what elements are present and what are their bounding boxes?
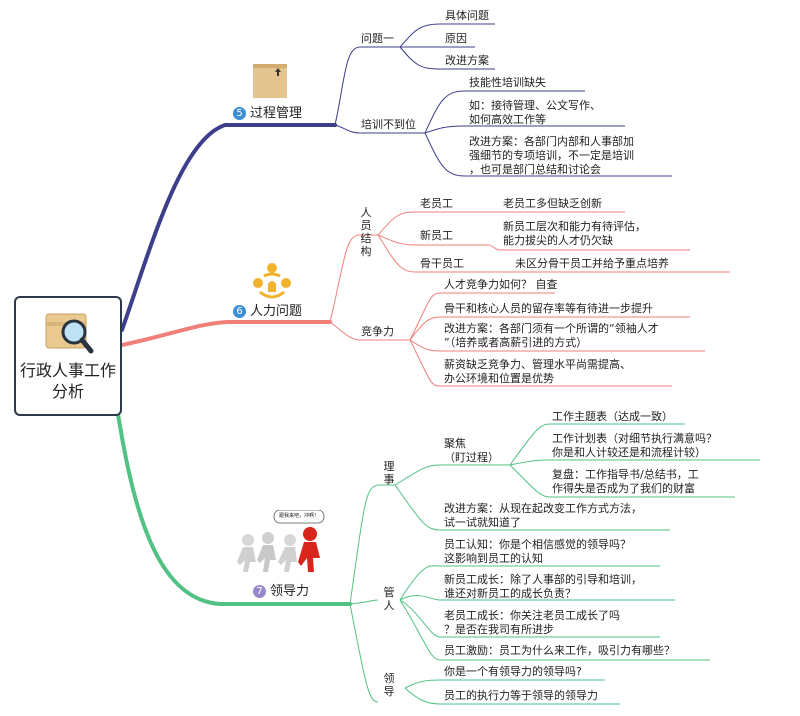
b5-link-px-2 <box>424 125 625 134</box>
b5-peixun-item-2[interactable]: 如：接待管理、公文写作、 如何高效工作等 <box>469 99 601 126</box>
leader-icon-caption: 跟我来吧，冲啊！ <box>278 513 319 519</box>
b6-link-j3 <box>409 339 705 352</box>
b6-jz-item-4[interactable]: 薪资缺乏竞争力、管理水平尚需提高、 办公环境和位置是优势 <box>444 358 631 385</box>
b5-wenti-item-3[interactable]: 改进方案 <box>445 54 489 67</box>
b7-gr-item-4[interactable]: 员工激励：员工为什么来工作，吸引力有哪些？ <box>444 644 675 657</box>
b5-wenti-item-2[interactable]: 原因 <box>445 32 467 45</box>
branch5-label[interactable]: 5 过程管理 <box>233 106 302 122</box>
b5-wenti-item-1[interactable]: 具体问题 <box>445 9 489 22</box>
b7-gr-item-1[interactable]: 员工认知：你是个相信感觉的领导吗？ 这影响到员工的认知 <box>444 538 631 565</box>
b6-jz-item-1[interactable]: 人才竞争力如何？ 自查 <box>444 278 558 291</box>
b7-gr-item-2[interactable]: 新员工成长：除了人事部的引导和培训， 谁还对新员工的成长负责？ <box>444 573 642 600</box>
b7-link-f2 <box>509 459 760 466</box>
b6-link-j1 <box>409 292 555 341</box>
b6-group-jiegou[interactable]: 人员结构 <box>360 206 372 258</box>
b6-link-j2 <box>409 316 690 341</box>
b6-link-jingzheng <box>329 321 410 341</box>
branch5-trunk <box>120 123 337 332</box>
b6-link-lao <box>377 211 490 236</box>
b7-link-f3 <box>509 464 735 498</box>
b6-row-xin-detail[interactable]: 新员工层次和能力有待评估， 能力拔尖的人才仍欠缺 <box>503 220 646 247</box>
b7-link-lishi <box>349 484 395 605</box>
root-title: 行政人事工作分析 <box>19 361 116 401</box>
b6-link-xin <box>377 234 490 246</box>
b7-gr-item-3[interactable]: 老员工成长：你关注老员工成长了吗 ？是否在我司有所进步 <box>444 609 620 636</box>
b7-ld-item-1[interactable]: 你是一个有领导力的领导吗? <box>444 665 582 678</box>
b6-link-j4 <box>409 339 672 387</box>
b7-link-jujiao <box>394 464 510 486</box>
b7-link-f1 <box>509 423 685 466</box>
b7-group-lingdao[interactable]: 领导 <box>383 672 395 698</box>
b7-focus-item-2[interactable]: 工作计划表（对细节执行满意吗？ 你是和人计较还是和流程计较） <box>552 432 717 459</box>
b7-link-g1 <box>399 565 660 601</box>
b6-link-jiegou <box>329 234 378 323</box>
b6-link-gugan <box>377 234 505 273</box>
b7-focus-label[interactable]: 聚焦 （盯过程） <box>444 437 499 464</box>
b5-link-wenti-3 <box>399 46 495 70</box>
b7-link-lingdao <box>349 603 379 703</box>
box-icon <box>253 64 287 98</box>
branch7-trunk <box>116 412 352 606</box>
b6-jz-item-2[interactable]: 骨干和核心人员的留存率等有待进一步提升 <box>444 302 653 315</box>
b6-row-xin-label[interactable]: 新员工 <box>420 229 453 242</box>
b6-link-xin-d <box>489 244 690 251</box>
leader-running-icon: 跟我来吧，冲啊！ <box>234 510 328 576</box>
b6-jz-item-3[interactable]: 改进方案：各部门须有一个所谓的“领袖人才 ”（培养或者高薪引进的方式） <box>444 322 659 349</box>
b7-link-gaijin <box>394 484 670 531</box>
b5-peixun-item-1[interactable]: 技能性培训缺失 <box>469 76 546 89</box>
b6-row-lao-label[interactable]: 老员工 <box>420 197 453 210</box>
badge7-icon: 7 <box>253 585 266 598</box>
branch6-title: 人力问题 <box>250 304 303 319</box>
b5-group-peixun[interactable]: 培训不到位 <box>361 118 416 131</box>
team-icon <box>253 263 291 299</box>
b7-group-guanren[interactable]: 管人 <box>383 586 395 612</box>
b7-link-l1 <box>404 679 605 689</box>
search-folder-icon <box>45 313 94 354</box>
b7-link-g4 <box>399 599 710 661</box>
b5-link-wenti <box>334 46 400 126</box>
b5-link-px-1 <box>424 90 585 134</box>
badge5-icon: 5 <box>233 107 246 120</box>
b7-link-g3 <box>399 599 660 638</box>
b7-link-l2 <box>404 687 620 705</box>
b7-improve[interactable]: 改进方案：从现在起改变工作方式方法， 试一试就知道了 <box>444 502 642 529</box>
branch6-label[interactable]: 6 人力问题 <box>233 304 302 320</box>
branch5-title: 过程管理 <box>250 106 303 121</box>
b7-focus-item-1[interactable]: 工作主题表（达成一致） <box>552 410 673 423</box>
b6-group-jingzheng[interactable]: 竞争力 <box>361 325 394 338</box>
branch6-trunk <box>120 320 332 347</box>
b5-group-wenti[interactable]: 问题一 <box>361 32 394 45</box>
b7-focus-item-3[interactable]: 复盘：工作指导书/总结书，工 作得失是否成为了我们的财富 <box>552 468 699 495</box>
b5-peixun-item-3[interactable]: 改进方案：各部门内部和人事部加 强细节的专项培训，不一定是培训 ，也可是部门总结… <box>469 135 634 176</box>
b7-group-lishi[interactable]: 理事 <box>383 460 395 486</box>
branch7-label[interactable]: 7 领导力 <box>253 584 309 600</box>
b5-link-wenti-1 <box>399 23 495 48</box>
b5-link-peixun <box>334 124 425 134</box>
b6-row-gugan-detail[interactable]: 未区分骨干员工并给予重点培养 <box>515 257 669 270</box>
b5-link-px-3 <box>424 132 672 177</box>
b7-link-g2 <box>399 595 675 601</box>
badge6-icon: 6 <box>233 305 246 318</box>
b7-link-guanren <box>349 599 379 605</box>
root-node[interactable]: 行政人事工作分析 <box>14 296 122 416</box>
branch7-title: 领导力 <box>270 584 310 599</box>
b6-row-gugan-label[interactable]: 骨干员工 <box>420 257 464 270</box>
b7-ld-item-2[interactable]: 员工的执行力等于领导的领导力 <box>444 689 598 702</box>
b6-row-lao-detail[interactable]: 老员工多但缺乏创新 <box>503 197 602 210</box>
